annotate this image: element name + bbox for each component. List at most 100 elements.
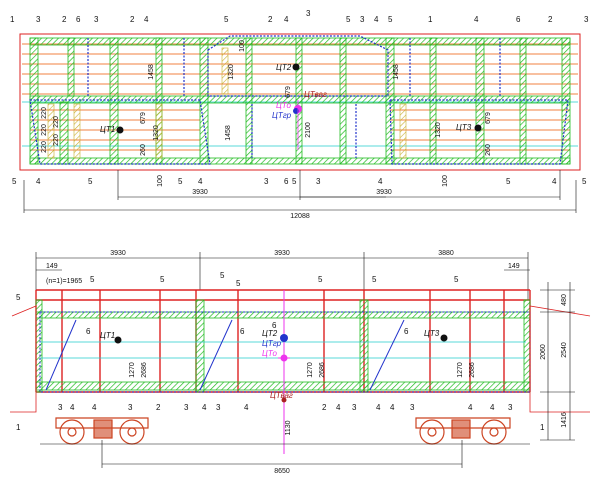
side-braces (45, 319, 405, 391)
side-callout: 3 (58, 403, 63, 412)
side-dim-end-left: 149 (46, 263, 58, 270)
top-cg1-marker (116, 126, 124, 134)
top-callout: 4 (374, 15, 379, 24)
side-dim-lines-right (540, 282, 575, 441)
top-callout: 4 (144, 15, 149, 24)
side-dim-h-body: 2540 (561, 342, 568, 358)
top-dim-right-base: 100 (442, 175, 449, 187)
side-dim-h-left-1: 1270 (129, 362, 136, 378)
top-dim-lines (23, 170, 577, 213)
top-dim-center-top: 1320 (228, 64, 235, 80)
top-callout: 4 (198, 177, 203, 186)
side-callout: 4 (70, 403, 75, 412)
top-dim-left-bay: 1458 (148, 64, 155, 80)
top-callout: 6 (284, 177, 289, 186)
top-cg3-marker (474, 124, 482, 132)
side-cgo-label: ЦТо (262, 349, 277, 358)
side-cg2-label: ЦТ2 (262, 329, 278, 338)
side-cggr-label: ЦТгр (262, 339, 282, 348)
side-callout: 3 (508, 403, 513, 412)
top-dim-right-small: 260 (485, 144, 492, 156)
top-cg2-label: ЦТ2 (276, 63, 292, 72)
side-dim-h-right-2: 2686 (469, 362, 476, 378)
side-callout: 2 (322, 403, 327, 412)
top-callout: 5 (506, 177, 511, 186)
side-dim-span-left: 3930 (110, 250, 126, 257)
top-callout: 3 (316, 177, 321, 186)
side-callouts-top: 5 5 5 5 5 5 5 5 (16, 271, 459, 302)
side-dim-h-center-1: 1270 (307, 362, 314, 378)
top-dim-center-mid: 2100 (305, 122, 312, 138)
side-blue-outline (39, 311, 531, 393)
top-dim-small-a: 220 (41, 107, 48, 119)
top-callout: 2 (548, 15, 553, 24)
top-callout: 6 (516, 15, 521, 24)
side-green-beams (35, 299, 531, 393)
side-dim-end-right: 149 (508, 263, 520, 270)
top-callout: 4 (474, 15, 479, 24)
top-callout: 1 (10, 15, 15, 24)
side-cgvag-label: ЦТваг (270, 391, 293, 400)
side-callout: 1 (16, 423, 21, 432)
top-dim-small-b: 220 (41, 124, 48, 136)
side-callout: 6 (240, 327, 245, 336)
side-callout: 5 (454, 275, 459, 284)
side-cgvag-marker (281, 397, 287, 403)
side-callout: 6 (272, 321, 277, 330)
side-cg1-label: ЦТ1 (100, 331, 115, 340)
side-cg3-label: ЦТ3 (424, 329, 440, 338)
top-dim-left-base: 100 (157, 175, 164, 187)
side-dim-span-right: 3880 (438, 250, 454, 257)
top-dim-small-c: 220 (41, 141, 48, 153)
side-callout: 6 (404, 327, 409, 336)
side-dim-h-left-2: 2686 (141, 362, 148, 378)
top-dim-center-top-small: 100 (239, 40, 246, 52)
side-dim-pitch: (n=1)=1965 (46, 278, 82, 285)
side-dim-h-floor: 1416 (561, 412, 568, 428)
side-cgo-marker (280, 354, 288, 362)
top-callout: 4 (552, 177, 557, 186)
side-callout: 5 (236, 279, 241, 288)
side-cg1-marker (114, 336, 122, 344)
side-callout: 3 (216, 403, 221, 412)
top-callout: 6 (76, 15, 81, 24)
top-cg3-label: ЦТ3 (456, 123, 472, 132)
side-dim-h-right-1: 1270 (457, 362, 464, 378)
top-callout: 3 (306, 9, 311, 18)
side-end-profile (10, 305, 591, 413)
top-dim-small-d: 220 (53, 116, 60, 128)
top-callouts-upper: 1 3 2 6 3 2 4 5 2 4 3 5 3 4 5 1 4 6 2 3 (10, 9, 589, 24)
side-callout: 4 (376, 403, 381, 412)
top-callout: 5 (292, 177, 297, 186)
side-callout: 5 (220, 271, 225, 280)
side-callouts-mid: 6 6 6 6 (86, 321, 409, 336)
side-callout: 3 (410, 403, 415, 412)
top-cg1-label: ЦТ1 (100, 125, 115, 134)
side-callout: 5 (318, 275, 323, 284)
side-callouts-bottom: 1 3 4 4 3 2 3 4 3 4 2 4 3 4 4 3 4 4 3 1 (16, 403, 545, 432)
top-dim-right-offset: 679 (485, 112, 492, 124)
side-dim-h-side: 2060 (540, 344, 547, 360)
side-dim-h-center-2: 2686 (319, 362, 326, 378)
side-dim-span-center: 3930 (274, 250, 290, 257)
side-dim-h-top: 480 (561, 294, 568, 306)
top-callout: 5 (12, 177, 17, 186)
side-callout: 4 (244, 403, 249, 412)
top-cggr-label: ЦТгр (272, 111, 292, 120)
top-callout: 5 (88, 177, 93, 186)
top-callout: 4 (378, 177, 383, 186)
side-cg3-marker (440, 334, 448, 342)
top-dim-center-offset: 679 (285, 86, 292, 98)
top-callout: 1 (428, 15, 433, 24)
top-dim-center-right-top: 1458 (393, 64, 400, 80)
side-callout: 3 (352, 403, 357, 412)
side-callout: 3 (184, 403, 189, 412)
top-dim-right-bay: 1320 (435, 122, 442, 138)
side-callout: 4 (468, 403, 473, 412)
top-cgo-label: ЦТо (276, 101, 291, 110)
top-callout: 2 (268, 15, 273, 24)
side-bogie-right (415, 417, 511, 445)
top-callout: 3 (264, 177, 269, 186)
top-callout: 3 (94, 15, 99, 24)
